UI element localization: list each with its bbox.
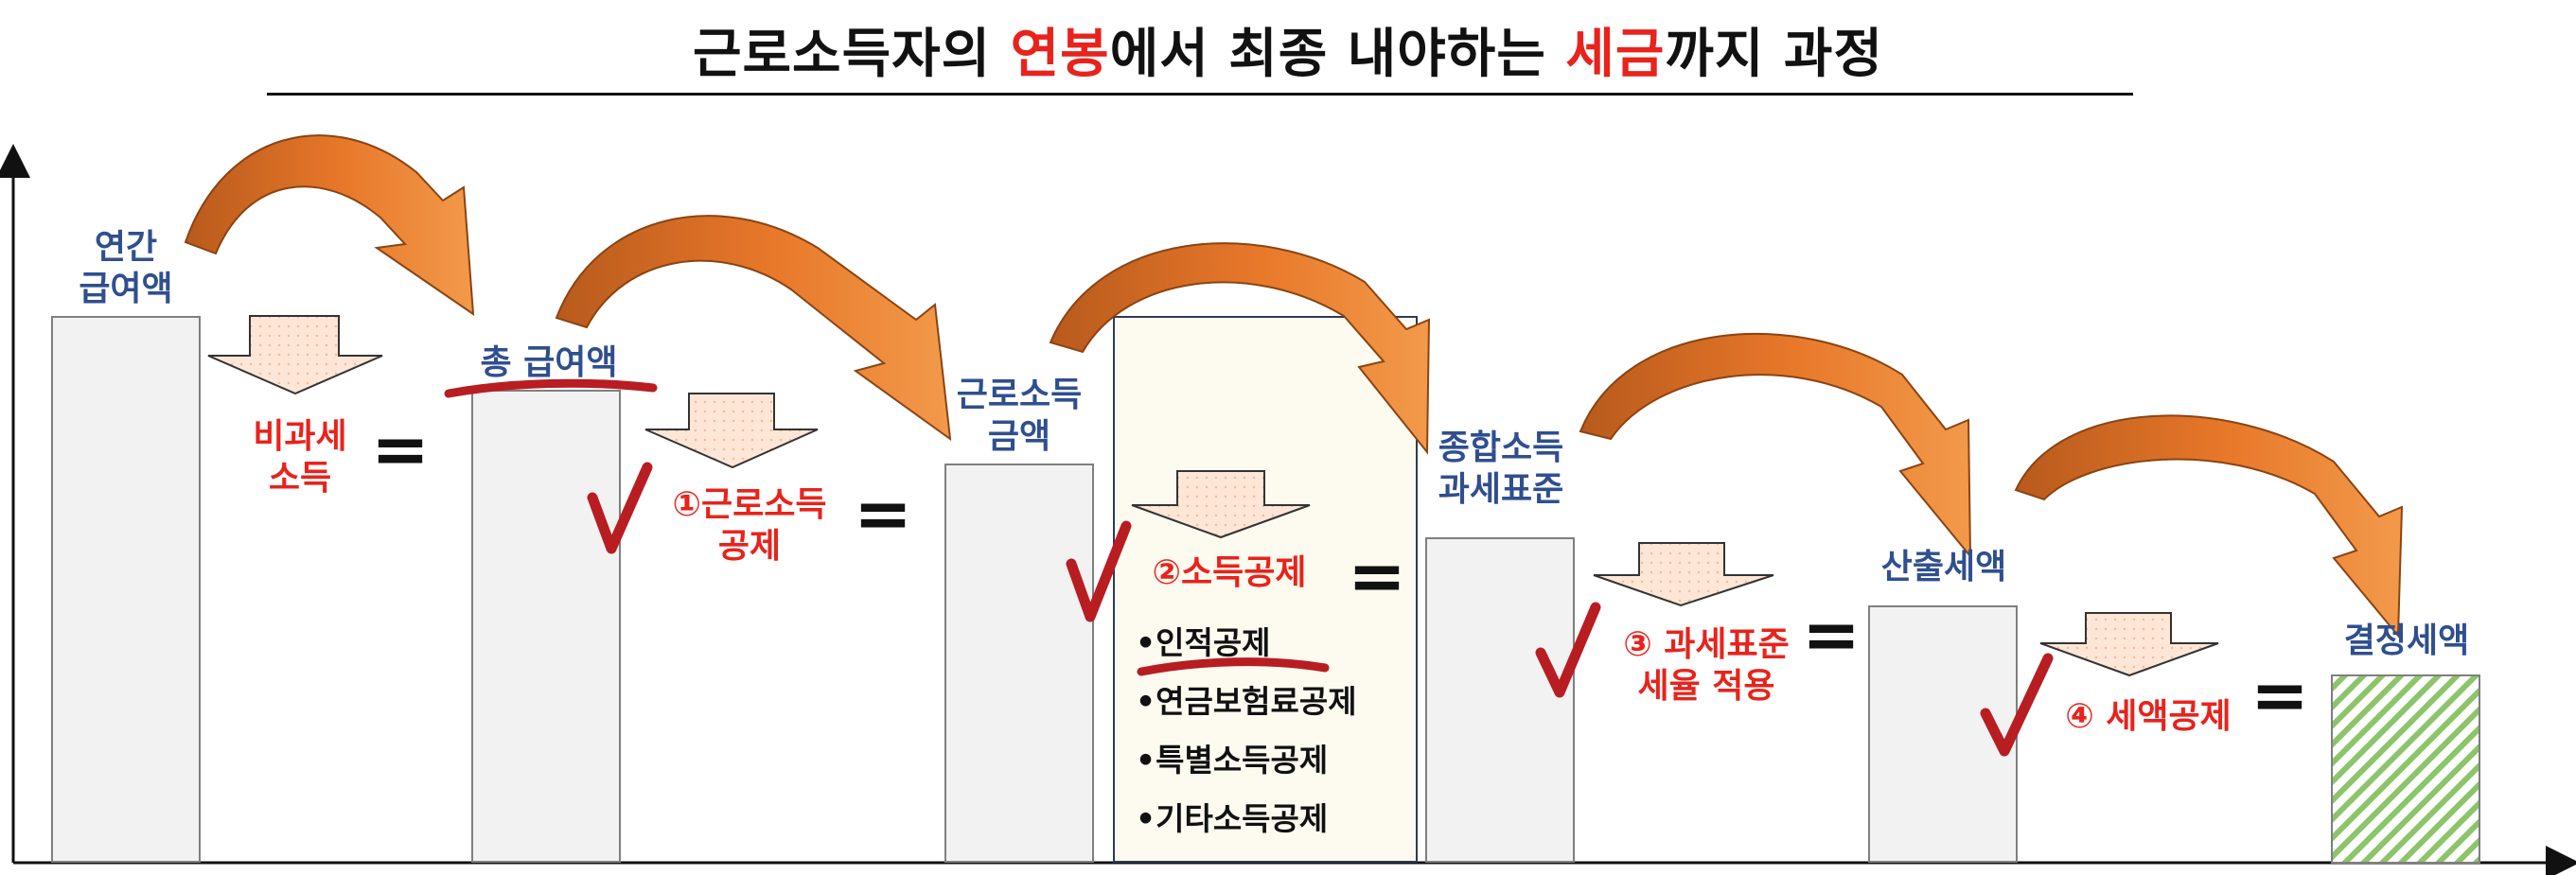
- curved-arrow-5: [2014, 414, 2404, 639]
- curved-arrow-4: [1579, 333, 1972, 559]
- deduction-item-label: 특별소득공제: [1156, 742, 1329, 779]
- deduction-item: •연금보험료공제: [1136, 683, 1357, 721]
- deduction-item: •인적공제: [1136, 624, 1357, 662]
- equals-sign-2: =: [854, 473, 913, 554]
- title-part3: 까지 과정: [1665, 24, 1883, 85]
- check-icon-1: [587, 462, 653, 554]
- page-title: 근로소득자의 연봉에서 최종 내야하는 세금까지 과정: [0, 11, 2576, 88]
- deduction-item-label: 기타소득공제: [1156, 800, 1329, 837]
- step-label-line: ④ 세액공제: [2065, 697, 2232, 736]
- bar-earned-income: [944, 464, 1094, 863]
- stage-label-total-salary: 총 급여액: [445, 342, 653, 384]
- step-label-income-deduction: ②소득공제: [1130, 552, 1329, 594]
- title-part2: 에서 최종 내야하는: [1109, 24, 1566, 85]
- curved-arrow-1: [184, 134, 475, 317]
- equals-sign-4: =: [1802, 594, 1861, 675]
- step-label-line: ①근로소득: [672, 485, 827, 524]
- bar-total-salary: [471, 390, 621, 863]
- down-arrow-4: [1593, 542, 1774, 607]
- stage-label-line: 연간: [94, 228, 158, 267]
- title-highlight-salary: 연봉: [1010, 24, 1110, 85]
- step-label-nontaxable: 비과세 소득: [229, 416, 371, 499]
- stage-label-line: 결정세액: [2343, 621, 2470, 660]
- deduction-item: •특별소득공제: [1136, 742, 1357, 779]
- down-arrow-3: [1131, 470, 1311, 539]
- bar-determined-tax: [2331, 674, 2480, 864]
- title-highlight-tax: 세금: [1565, 24, 1666, 85]
- stage-label-tax-base: 종합소득 과세표준: [1408, 428, 1594, 511]
- step-label-line: 소득: [268, 459, 332, 498]
- step-label-line: ②소득공제: [1152, 553, 1307, 592]
- stage-label-line: 과세표준: [1438, 470, 1564, 509]
- stage-label-line: 산출세액: [1880, 548, 2007, 586]
- check-icon-3: [1535, 602, 1601, 698]
- equals-sign-5: =: [2250, 655, 2310, 736]
- stage-label-line: 급여액: [79, 270, 173, 308]
- step-label-line: 비과세: [253, 417, 347, 456]
- step-label-line: 세율 적용: [1637, 667, 1775, 706]
- deduction-item-label: 인적공제: [1156, 624, 1271, 661]
- step-label-tax-credit: ④ 세액공제: [2042, 696, 2254, 738]
- bullet-dot: •: [1136, 800, 1156, 837]
- step-label-line: ③ 과세표준: [1623, 625, 1790, 664]
- stage-label-determined-tax: 결정세액: [2309, 621, 2504, 662]
- underline-total-salary: [444, 378, 658, 398]
- stage-label-calculated-tax: 산출세액: [1849, 547, 2038, 588]
- title-underline: [267, 93, 2133, 96]
- step-label-tax-rate: ③ 과세표준 세율 적용: [1597, 624, 1815, 708]
- bullet-dot: •: [1136, 683, 1156, 720]
- equals-sign-1: =: [371, 409, 431, 490]
- income-deduction-box: [1113, 316, 1418, 863]
- step-label-line: 공제: [717, 527, 782, 566]
- down-arrow-2: [644, 393, 819, 469]
- check-icon-4: [1980, 653, 2054, 757]
- equals-sign-3: =: [1348, 535, 1407, 617]
- curved-arrow-2: [555, 215, 952, 442]
- bullet-dot: •: [1136, 742, 1156, 779]
- deduction-item: •기타소득공제: [1136, 800, 1357, 838]
- stage-label-annual-salary: 연간 급여액: [51, 227, 201, 310]
- underline-personal-deduction: [1137, 657, 1330, 676]
- bar-tax-base: [1425, 537, 1575, 863]
- stage-label-earned-income: 근로소득 금액: [920, 375, 1119, 458]
- down-arrow-1: [207, 315, 383, 395]
- bullet-dot: •: [1136, 624, 1156, 661]
- step-label-earned-income-deduction: ①근로소득 공제: [645, 484, 854, 568]
- stage-label-line: 종합소득: [1438, 429, 1564, 467]
- stage-label-line: 근로소득: [956, 376, 1083, 414]
- stage-label-line: 총 급여액: [480, 343, 618, 382]
- down-arrow-5: [2039, 612, 2219, 677]
- stage-label-line: 금액: [987, 417, 1051, 456]
- deduction-list: •인적공제 •연금보험료공제 •특별소득공제 •기타소득공제: [1136, 624, 1357, 838]
- check-icon-2: [1066, 520, 1132, 622]
- bar-annual-salary: [51, 316, 201, 863]
- deduction-item-label: 연금보험료공제: [1156, 683, 1357, 720]
- curved-arrow-3: [1049, 242, 1431, 455]
- title-part1: 근로소득자의: [693, 24, 1011, 85]
